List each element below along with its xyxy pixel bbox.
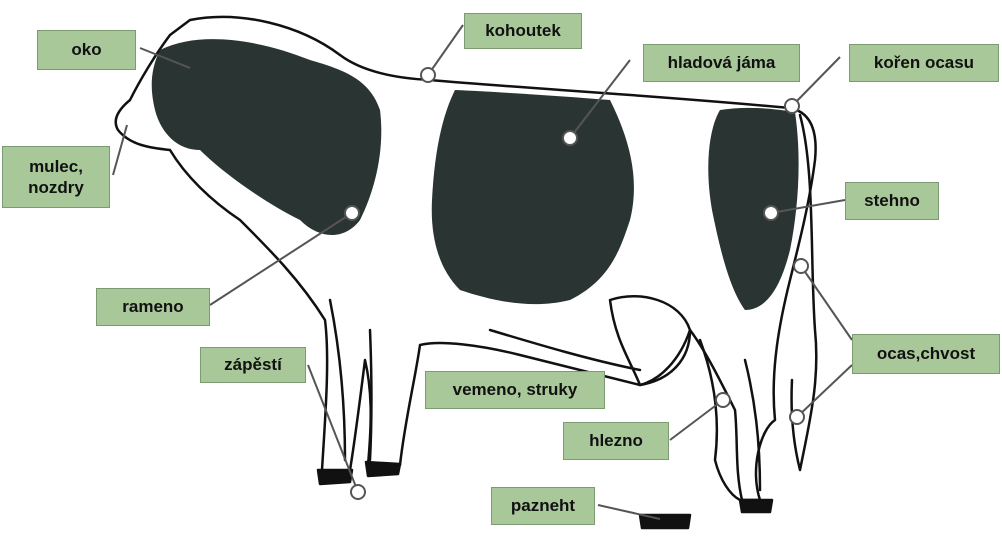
cow-udder — [610, 296, 690, 385]
patch-midsection — [432, 90, 634, 304]
label-hlezno: hlezno — [563, 422, 669, 460]
cow-hoof-front — [318, 470, 352, 484]
cow-hoof-hind2 — [740, 500, 772, 512]
label-stehno: stehno — [845, 182, 939, 220]
marker-rameno — [345, 206, 359, 220]
marker-zapesti — [351, 485, 365, 499]
label-pazneht: pazneht — [491, 487, 595, 525]
cow-hoof-front2 — [366, 462, 400, 476]
label-vemeno-struky: vemeno, struky — [425, 371, 605, 409]
marker-kohoutek — [421, 68, 435, 82]
marker-ocas — [794, 259, 808, 273]
label-ocas-chvost: ocas,chvost — [852, 334, 1000, 374]
label-koren-ocasu: kořen ocasu — [849, 44, 999, 82]
marker-hladova-jama — [563, 131, 577, 145]
marker-stehno — [764, 206, 778, 220]
marker-ocas2 — [790, 410, 804, 424]
label-rameno: rameno — [96, 288, 210, 326]
patch-head-shoulder — [152, 39, 382, 235]
marker-koren-ocasu — [785, 99, 799, 113]
cow-hind-leg — [700, 340, 760, 500]
label-zapesti: zápěstí — [200, 347, 306, 383]
patch-hind — [708, 108, 798, 310]
label-mulec-nozdry: mulec, nozdry — [2, 146, 110, 208]
label-oko: oko — [37, 30, 136, 70]
marker-hlezno — [716, 393, 730, 407]
label-kohoutek: kohoutek — [464, 13, 582, 49]
label-hladova-jama: hladová jáma — [643, 44, 800, 82]
